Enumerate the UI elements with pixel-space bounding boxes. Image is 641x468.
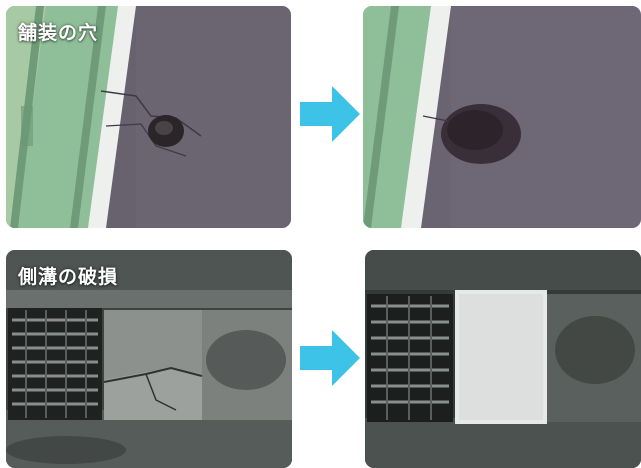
pothole-before-photo: 舗装の穴: [6, 6, 291, 228]
caption-gutter: 側溝の破損: [18, 266, 119, 288]
pothole-repaired-photo: [363, 6, 641, 228]
right-arrow-icon: [300, 330, 360, 386]
right-arrow-icon: [300, 86, 360, 142]
replaced-gutter-cover-photo: [365, 250, 641, 468]
caption-pothole: 舗装の穴: [18, 22, 99, 44]
damaged-gutter-cover-photo: 側溝の破損: [6, 250, 292, 468]
